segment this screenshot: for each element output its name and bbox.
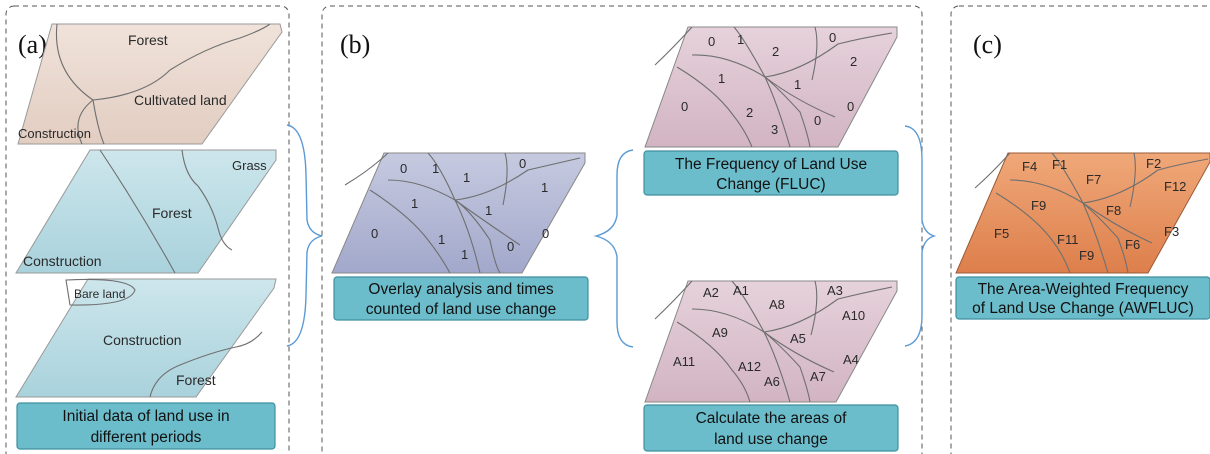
panel-c-letter: (c) [973, 30, 1002, 59]
fluc-value-6: 1 [718, 71, 725, 86]
fluc-value-10: 3 [771, 122, 778, 137]
map3-forest-label: Forest [176, 372, 216, 388]
map1-cultivated-label: Cultivated land [134, 92, 227, 108]
overlay-value-10: 0 [507, 239, 514, 254]
area-value-5: A10 [842, 308, 865, 323]
overlay-value-1: 0 [400, 161, 407, 176]
fluc-value-7: 1 [794, 77, 801, 92]
caption-a-line-2: different periods [91, 429, 202, 446]
fluc-value-3: 2 [772, 44, 779, 59]
caption-fluc-line-1: The Frequency of Land Use [675, 156, 867, 173]
caption-area-box [643, 404, 899, 452]
awfluc-value-10: F3 [1164, 224, 1179, 239]
area-map: A2 A1 A8 A3 A10 A9 A5 A11 A12 A6 A7 A4 [644, 280, 898, 403]
fluc-value-2: 1 [737, 32, 744, 47]
map1-construction-label: Construction [18, 126, 91, 141]
awfluc-value-2: F1 [1052, 157, 1067, 172]
map2-grass-label: Grass [232, 158, 267, 173]
caption-area-line-1: Calculate the areas of [696, 410, 847, 427]
map1-forest-label: Forest [128, 32, 168, 48]
panel-a-frame [5, 5, 290, 454]
area-value-6: A9 [712, 325, 728, 340]
area-value-12: A4 [843, 352, 859, 367]
overlay-value-9: 1 [438, 232, 445, 247]
brace-overlay-to-results [593, 149, 634, 348]
fluc-value-12: 0 [847, 99, 854, 114]
area-value-9: A12 [738, 359, 761, 374]
overlay-value-7: 1 [485, 203, 492, 218]
overlay-map: 0 1 1 0 1 1 1 0 1 0 0 1 [331, 152, 586, 274]
fluc-map: 0 1 2 0 2 1 1 0 2 3 0 0 [644, 26, 898, 148]
overlay-value-8: 0 [371, 226, 378, 241]
area-value-2: A1 [733, 283, 749, 298]
panel-b-letter: (b) [340, 30, 370, 59]
panel-a-letter: (a) [18, 30, 47, 59]
overlay-value-3: 1 [463, 170, 470, 185]
overlay-value-12: 1 [461, 247, 468, 262]
caption-overlay-line-1: Overlay analysis and times [368, 281, 553, 298]
awfluc-map: F4 F1 F2 F7 F12 F9 F8 F5 F11 F3 F9 F6 [955, 152, 1210, 274]
overlay-value-4: 0 [519, 156, 526, 171]
brace-b-to-c [904, 125, 937, 347]
caption-fluc-box [643, 150, 899, 196]
brace-a-to-b [286, 124, 323, 347]
awfluc-value-6: F9 [1031, 198, 1046, 213]
caption-c-line-2: of Land Use Change (AWFLUC) [972, 300, 1194, 317]
map-3: Bare land Construction Forest [15, 278, 277, 398]
area-value-11: A7 [810, 369, 826, 384]
awfluc-value-12: F6 [1125, 237, 1140, 252]
awfluc-value-1: F4 [1022, 159, 1037, 174]
fluc-value-9: 2 [746, 105, 753, 120]
awfluc-value-5: F12 [1164, 179, 1186, 194]
overlay-value-6: 1 [411, 196, 418, 211]
map-1: Forest Cultivated land Construction [17, 23, 283, 145]
panel-c-frame [950, 5, 1210, 454]
overlay-value-5: 1 [541, 180, 548, 195]
panel-b-frame [321, 5, 923, 454]
fluc-value-5: 2 [850, 54, 857, 69]
awfluc-value-8: F5 [994, 226, 1009, 241]
awfluc-value-7: F8 [1106, 203, 1121, 218]
caption-a-line-1: Initial data of land use in [62, 408, 229, 425]
caption-fluc-line-2: Change (FLUC) [716, 176, 825, 193]
fluc-value-4: 0 [829, 30, 836, 45]
area-value-8: A11 [673, 354, 695, 369]
awfluc-value-4: F7 [1086, 172, 1101, 187]
map3-construction-label: Construction [103, 332, 182, 348]
map2-forest-label: Forest [152, 205, 192, 221]
awfluc-value-9: F11 [1057, 232, 1078, 247]
area-value-7: A5 [790, 331, 806, 346]
awfluc-value-11: F9 [1079, 248, 1094, 263]
caption-c-box [955, 276, 1210, 320]
fluc-value-1: 0 [708, 34, 715, 49]
caption-overlay-line-2: counted of land use change [366, 301, 556, 318]
map-2: Grass Forest Construction [15, 149, 277, 274]
area-value-10: A6 [764, 374, 780, 389]
area-value-3: A8 [769, 297, 785, 312]
awfluc-value-3: F2 [1146, 156, 1161, 171]
area-value-1: A2 [703, 285, 719, 300]
caption-c-line-1: The Area-Weighted Frequency [978, 281, 1189, 298]
caption-overlay-box [333, 276, 589, 321]
fluc-value-8: 0 [681, 99, 688, 114]
caption-a-box [16, 402, 276, 450]
fluc-value-11: 0 [814, 113, 821, 128]
caption-area-line-2: land use change [714, 431, 828, 448]
area-value-4: A3 [827, 283, 843, 298]
map2-construction-label: Construction [23, 253, 102, 269]
overlay-value-2: 1 [432, 161, 439, 176]
map3-bare-land-label: Bare land [74, 287, 125, 301]
overlay-value-11: 0 [542, 226, 549, 241]
